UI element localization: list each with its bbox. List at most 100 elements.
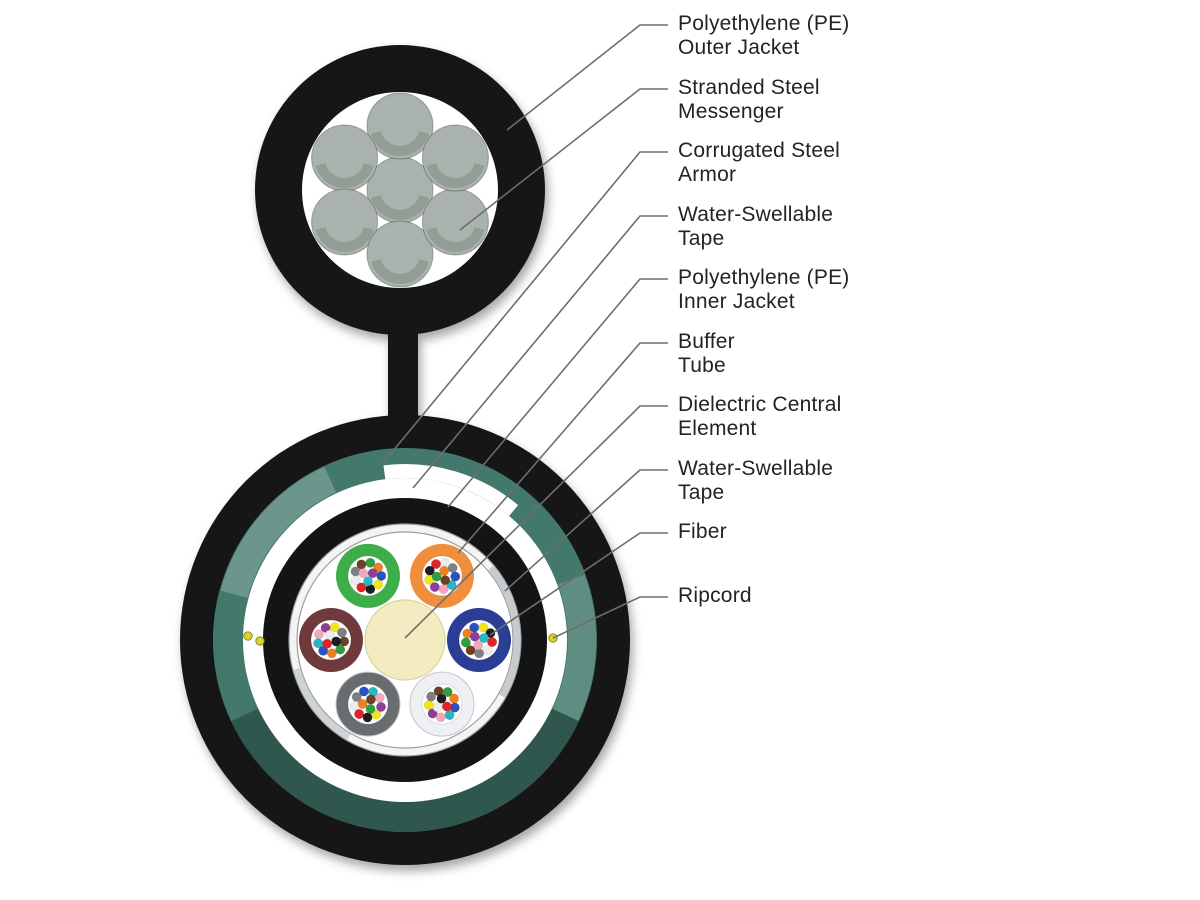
fiber-dot [449,693,460,704]
fiber-dot [324,629,335,640]
fiber-dot [479,633,489,644]
messenger-wire-shading [315,162,374,189]
fiber-dot [441,701,452,712]
tape-sheen [488,565,521,698]
fiber-dot [427,708,438,719]
fiber-dot [358,568,369,579]
fiber-dot [446,580,457,590]
tape-inner-edge-outer [288,523,522,757]
fiber-dot [322,638,333,649]
armor-shadow [231,708,579,832]
fiber-dot [482,645,493,655]
fiber-dot [460,637,471,648]
leader-line [506,24,668,131]
fiber-dot [363,576,373,587]
fiber-dot [376,570,387,581]
fiber-dot [326,648,337,659]
messenger-wires [311,92,489,288]
leader-line [489,532,668,636]
fiber-dot [485,628,496,639]
messenger-wire-shading [371,130,429,156]
leader-line [504,469,668,592]
fiber-dot [431,571,442,582]
leader-line [382,151,668,464]
fiber-dot [362,712,373,723]
fiber-dot [431,559,441,570]
fiber-dot [354,709,365,719]
tape-inner-edge-inner [296,531,514,749]
ripcords [243,631,558,646]
fiber-dot [376,701,386,712]
messenger-wire-shading [371,194,429,220]
dielectric-central-element [364,599,446,681]
fiber-dot [465,645,476,656]
messenger-wire [311,188,379,256]
leader-line [552,596,668,639]
fiber-dot [432,702,443,713]
fiber-dot [350,575,361,586]
buffer-tubes [299,543,511,737]
fiber-dot [429,582,440,593]
fiber-dot [426,691,437,702]
fiber-dot [469,631,480,642]
fiber-dot [320,622,331,633]
fiber-dot [331,636,342,647]
label-ripcord: Ripcord [678,584,752,607]
fiber-dot [365,557,376,568]
leader-line [457,342,668,554]
fiber-dot [371,709,382,720]
buffer-tube-green [336,543,400,608]
leader-line [459,88,668,231]
messenger-wire-shading [315,226,374,253]
label-outer-jacket: Polyethylene (PE)Outer Jacket [678,12,850,59]
buffer-tube-brown [299,608,363,672]
buffer-tube-slate [335,671,401,737]
label-fiber: Fiber [678,520,727,543]
fiber-dot [357,698,368,709]
fiber-dot [439,565,450,576]
ripcord-dot [255,636,265,646]
fiber-dot [478,622,489,633]
leader-line [412,215,668,489]
label-inner-jacket: Polyethylene (PE)Inner Jacket [678,266,850,313]
fiber-dot [358,686,369,697]
fiber-dot [335,644,346,655]
buffer-tube-orange [410,543,474,608]
messenger-wire-shading [426,162,485,189]
buffer-tube-blue [447,608,511,672]
armor-highlight [220,466,337,599]
messenger-wire [366,92,434,160]
leader-line [447,278,668,508]
messenger-wire-shading [371,258,429,284]
fiber-dot [444,710,455,720]
armor-overlap-seam [383,464,519,516]
messenger-assembly [302,92,498,288]
fiber-dot [423,700,434,711]
messenger-wire [366,220,434,288]
fiber-dot [436,693,447,704]
leader-lines [382,24,668,639]
armor-shading-layer [220,464,596,832]
fiber-dot [365,703,376,714]
fiber-dot [373,579,384,590]
ripcord-dot [243,631,253,641]
fiber-dot [365,694,376,705]
fiber-dot [314,629,324,640]
messenger-wire-shading [426,226,485,253]
fiber-dot [435,712,446,723]
fiber-dot [450,571,461,582]
armor-highlight [552,574,596,721]
tape-sheen [293,668,351,740]
fiber-dot [440,575,451,586]
messenger-wire [421,124,489,192]
cable-core-assembly [213,448,597,832]
leader-line [404,405,668,639]
